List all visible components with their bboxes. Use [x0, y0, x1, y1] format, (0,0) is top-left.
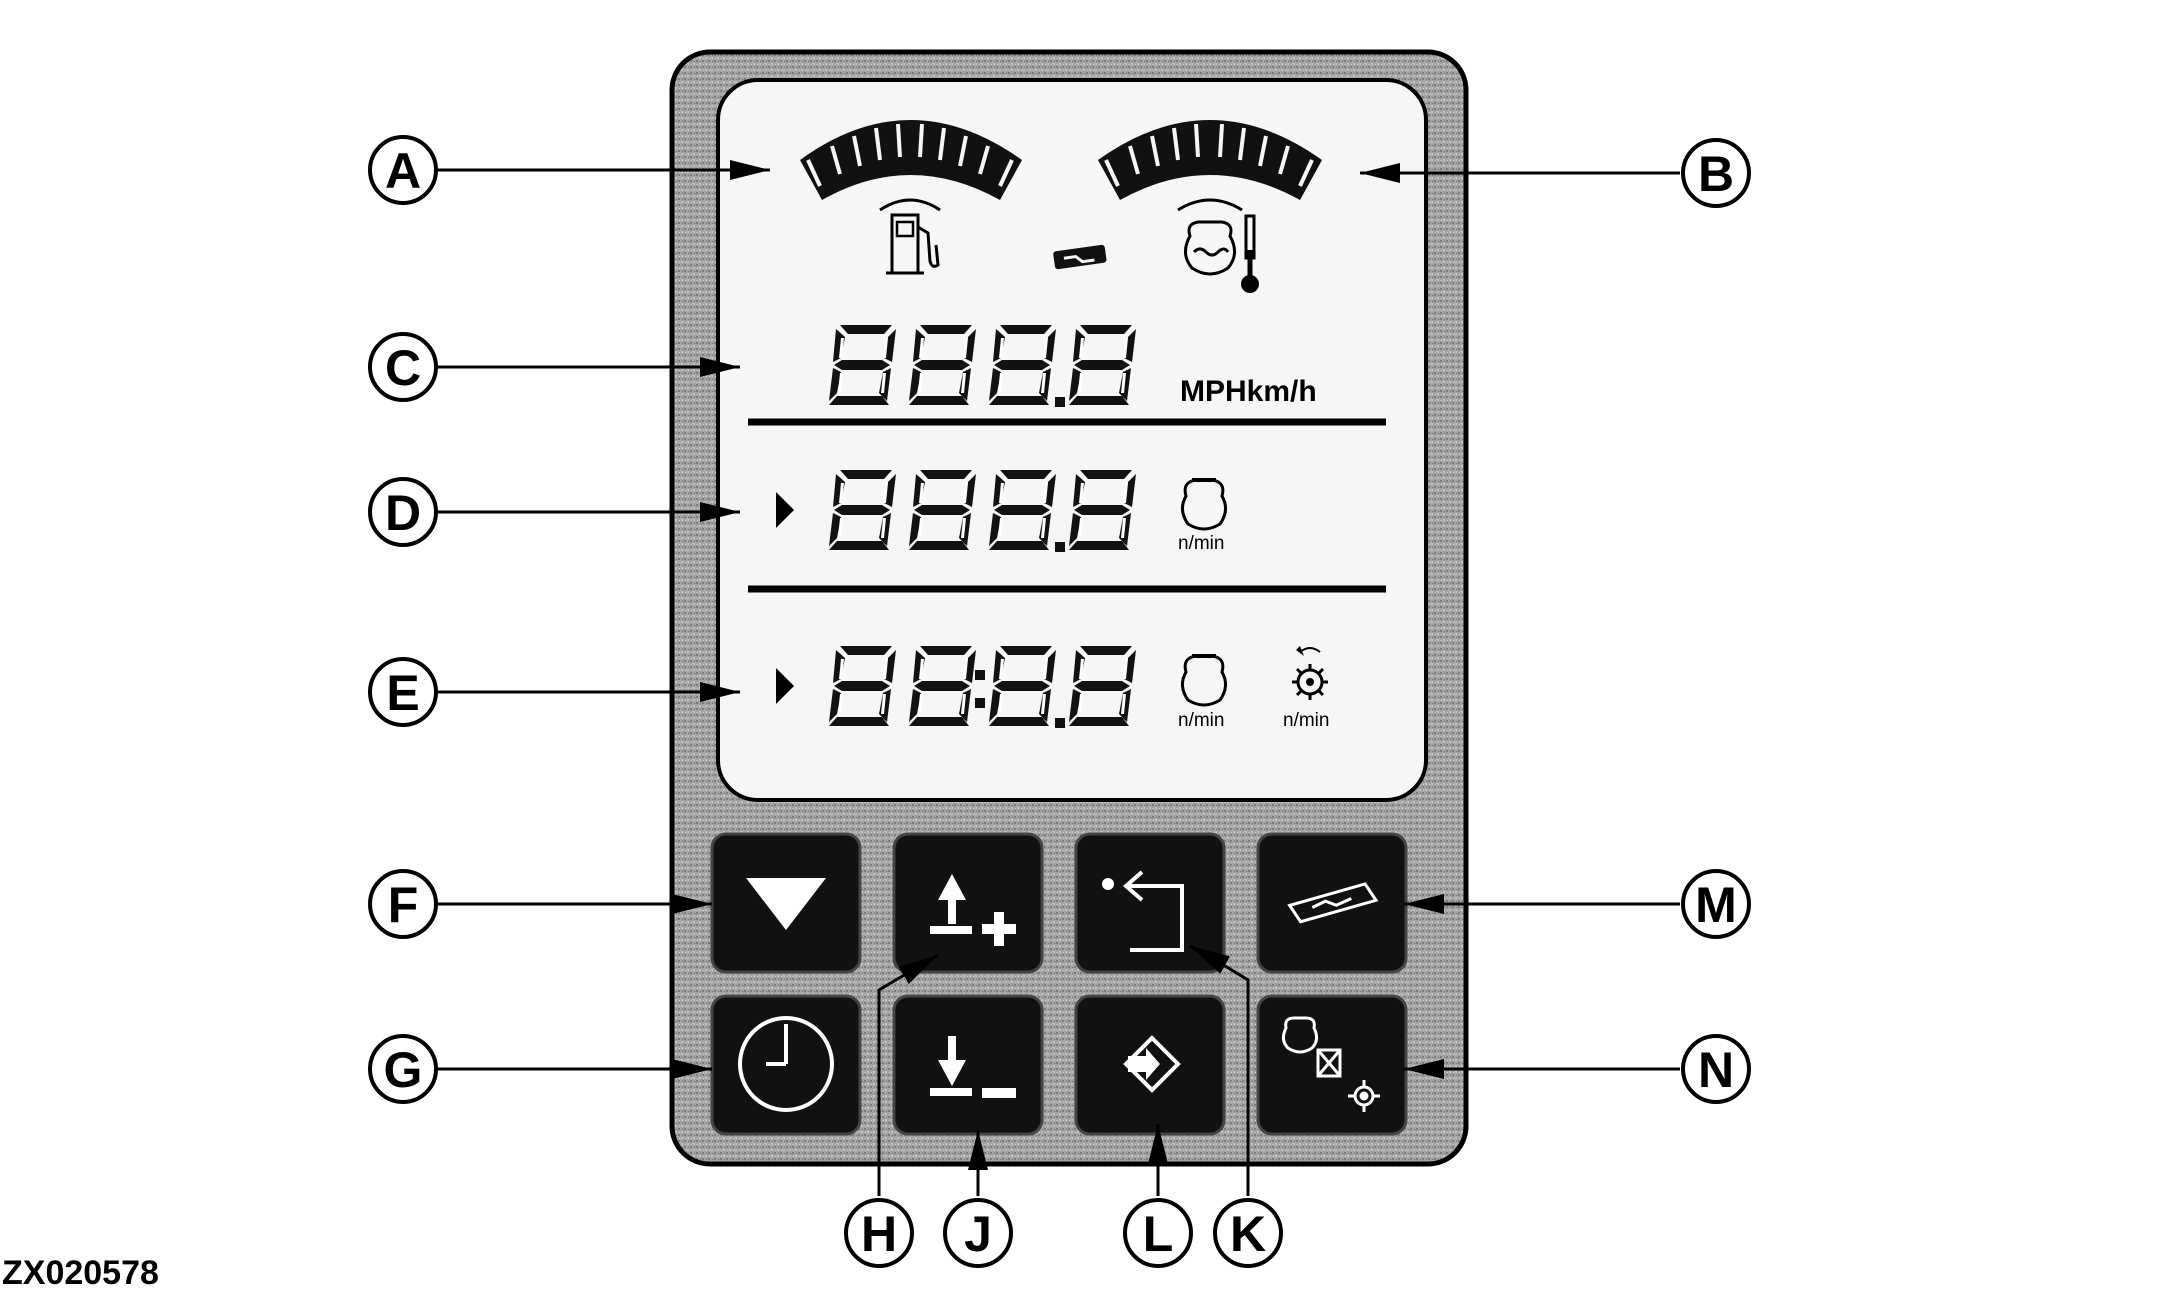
svg-text:J: J [964, 1206, 992, 1262]
row-e-pointer [776, 668, 794, 704]
svg-text:K: K [1230, 1206, 1266, 1262]
engine-speed-readout [829, 470, 1136, 552]
svg-text:G: G [384, 1042, 423, 1098]
service-wrench-icon [1287, 882, 1379, 924]
callout-e: E [368, 657, 438, 727]
coolant-temperature-icon [1184, 214, 1259, 293]
button-l-enter[interactable] [1074, 994, 1226, 1136]
svg-text:F: F [388, 877, 419, 933]
svg-text:E: E [386, 665, 419, 721]
svg-text:M: M [1695, 877, 1737, 933]
return-arrow-icon [1102, 870, 1184, 952]
clock-icon [738, 1016, 834, 1112]
button-f-down[interactable] [710, 832, 862, 974]
svg-text:D: D [385, 485, 421, 541]
leader-lines [437, 160, 1680, 1196]
svg-text:B: B [1698, 146, 1734, 202]
engine-rotor-toggle-icon [1281, 1016, 1380, 1112]
svg-text:A: A [385, 143, 421, 199]
speed-readout [829, 325, 1136, 407]
button-k-return[interactable] [1074, 832, 1226, 974]
callout-k: K [1213, 1198, 1283, 1268]
fuel-gauge [800, 120, 1022, 212]
lower-minus-icon [930, 1036, 1016, 1098]
callout-m: M [1681, 869, 1751, 939]
button-g-clock[interactable] [710, 994, 862, 1136]
speed-unit-label: MPHkm/h [1180, 375, 1317, 408]
row-e-rotor-rpm-unit: n/min [1283, 710, 1329, 731]
svg-text:N: N [1698, 1042, 1734, 1098]
rotor-icon [1292, 646, 1328, 700]
callout-h: H [844, 1198, 914, 1268]
service-indicator-icon [1053, 244, 1107, 270]
callout-j: J [943, 1198, 1013, 1268]
callout-l: L [1123, 1198, 1193, 1268]
callout-c: C [368, 332, 438, 402]
enter-diamond-icon [1123, 1035, 1181, 1093]
button-h-raise-plus[interactable] [892, 832, 1044, 974]
button-n-engine-rotor[interactable] [1256, 994, 1408, 1136]
callout-b: B [1681, 138, 1751, 208]
svg-text:H: H [861, 1206, 897, 1262]
row-e-engine-rpm-unit: n/min [1178, 710, 1224, 731]
callout-d: D [368, 477, 438, 547]
coolant-temperature-gauge [1098, 120, 1322, 212]
raise-plus-icon [930, 874, 1016, 946]
fuel-pump-icon [886, 213, 940, 275]
callout-a: A [368, 135, 438, 205]
button-j-lower-minus[interactable] [892, 994, 1044, 1136]
button-m-service[interactable] [1256, 832, 1408, 974]
row-d-rpm-unit: n/min [1178, 533, 1224, 554]
figure-id-label: ZX020578 [2, 1254, 159, 1292]
svg-text:L: L [1143, 1206, 1174, 1262]
svg-text:C: C [385, 340, 421, 396]
callout-f: F [368, 869, 438, 939]
down-triangle-icon [746, 878, 826, 930]
row-d-pointer [776, 492, 794, 528]
callout-n: N [1681, 1034, 1751, 1104]
callout-g: G [368, 1034, 438, 1104]
time-readout [829, 646, 1136, 728]
